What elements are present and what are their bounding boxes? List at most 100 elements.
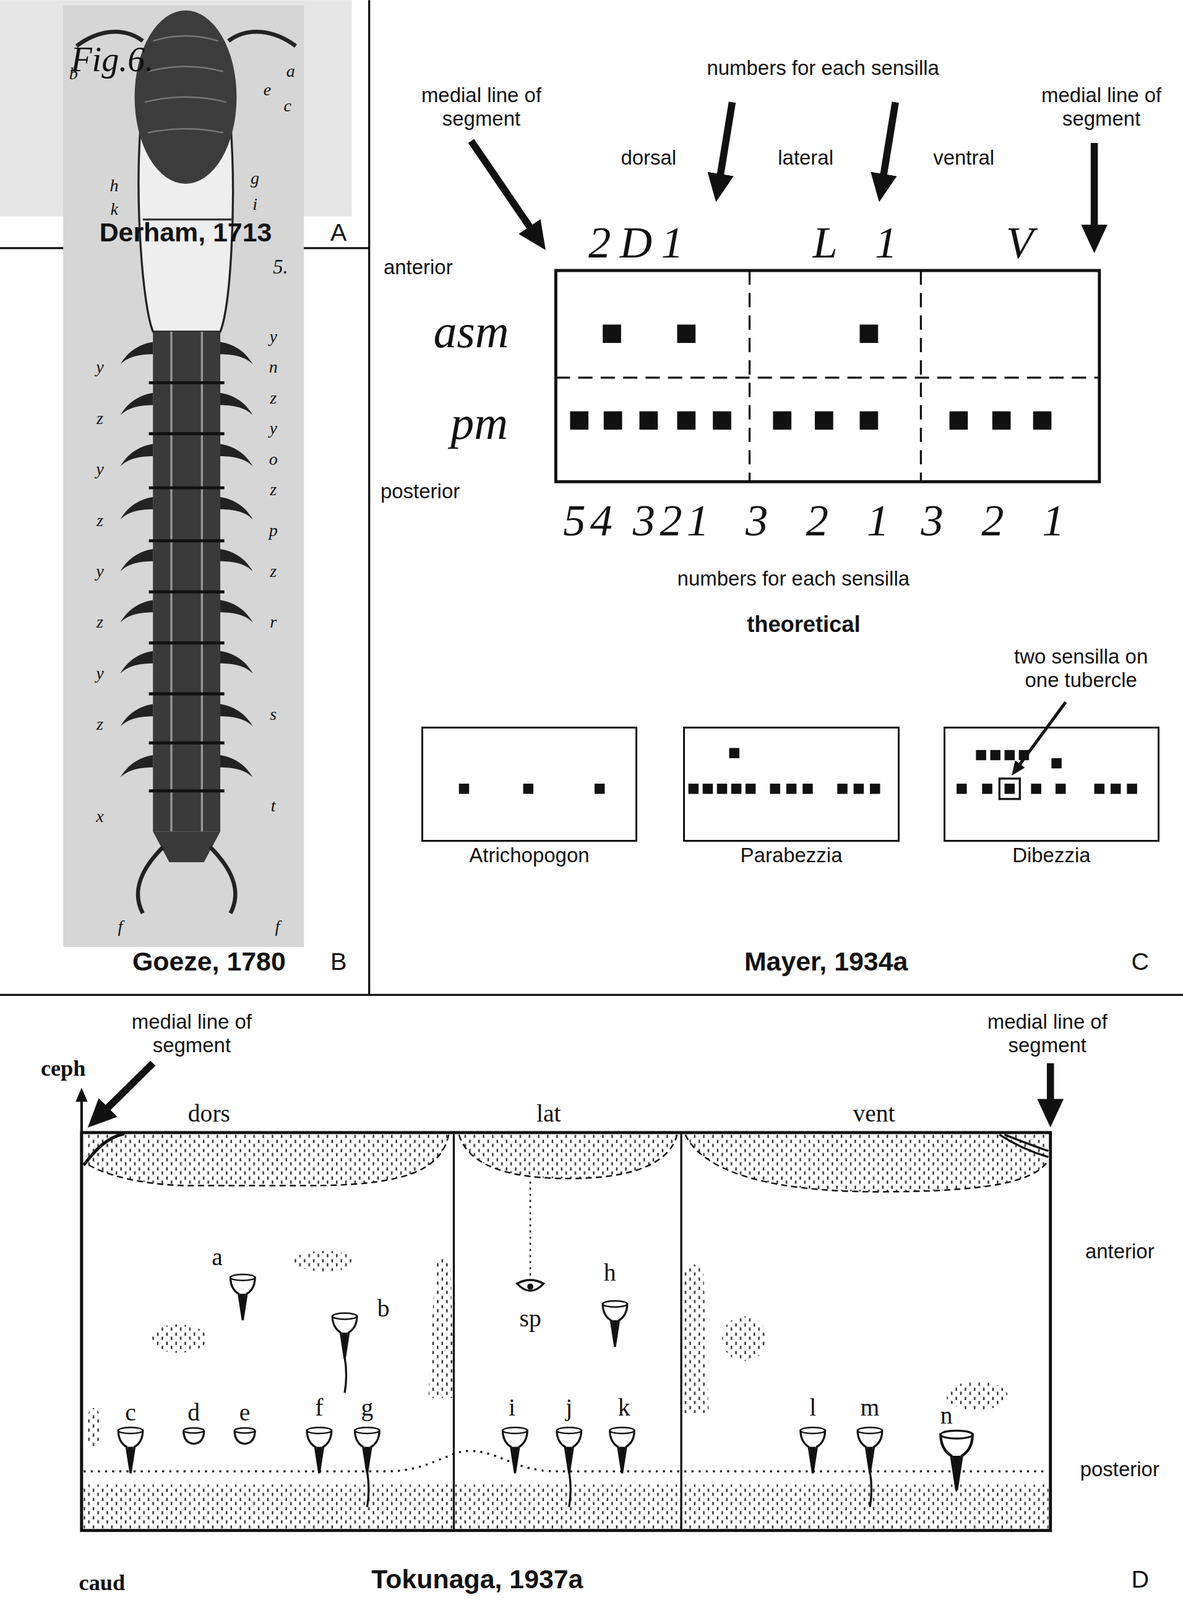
- label-box: Tokunaga, 1937a: [371, 1563, 583, 1594]
- mayer-scheme-part-part: [956, 783, 967, 794]
- mayer-scheme-part-part: [814, 411, 834, 431]
- goeze-larva-part: [144, 35, 227, 134]
- mayer-scheme-part: [748, 270, 751, 482]
- annotation-text: lateral: [777, 146, 834, 170]
- goeze-larva-part: [210, 846, 236, 913]
- annotation-text: medial line of segment: [1041, 83, 1162, 130]
- callout-letter: C: [1131, 947, 1149, 976]
- mayer-scheme-part-part: [676, 411, 696, 431]
- callout-letter: pm: [450, 396, 508, 449]
- tokunaga-scheme-part: [529, 1181, 531, 1278]
- annotation-text: 3 2 1: [745, 494, 903, 546]
- callout-letter: g: [360, 1393, 374, 1421]
- mayer-scheme-part-part: [459, 783, 469, 794]
- tokunaga-scheme-part: [610, 1426, 635, 1473]
- label-box: pm: [450, 395, 508, 450]
- annotation-text: 54 321: [563, 494, 714, 546]
- annotation-text: theoretical: [746, 611, 861, 637]
- label-box: 54 321: [563, 494, 714, 546]
- annotation-text: ventral: [933, 146, 995, 170]
- tokunaga-scheme-part: [230, 1273, 256, 1320]
- callout-letter: j: [565, 1393, 573, 1421]
- mayer-scheme-part-part: [1055, 783, 1066, 794]
- label-box: B: [330, 947, 347, 976]
- label-box: Fig.6.: [70, 38, 154, 79]
- goeze-larva-part: [220, 704, 254, 727]
- mayer-scheme-part-part: [602, 324, 622, 343]
- label-box: z: [96, 510, 104, 531]
- label-box: 5.: [272, 255, 289, 280]
- label-box: a: [211, 1243, 223, 1272]
- tokunaga-scheme-part: [556, 1426, 582, 1507]
- scheme-box: Atrichopogon: [421, 726, 638, 842]
- mayer-scheme-part-part: [729, 747, 740, 758]
- tokunaga-scheme-part: [999, 1134, 1049, 1157]
- goeze-larva-part: [120, 443, 153, 466]
- label-box: m: [860, 1393, 880, 1422]
- label-box: C: [1131, 947, 1149, 976]
- annotation-text: L 1: [812, 217, 911, 268]
- callout-letter: y: [95, 357, 104, 377]
- annotation-text: caud: [79, 1569, 126, 1595]
- label-box: f: [274, 916, 280, 937]
- label-box: medial line of segment: [125, 1009, 259, 1057]
- tokunaga-scheme-part: [459, 1134, 678, 1179]
- label-box: h: [110, 175, 119, 196]
- tokunaga-scheme-part: [722, 1316, 768, 1362]
- callout-letter: b: [377, 1294, 390, 1322]
- mayer-scheme-part-part: [859, 411, 878, 431]
- tokunaga-scheme-part: [679, 1132, 682, 1531]
- label-box: a: [286, 61, 296, 82]
- mayer-scheme-part-part: [523, 783, 534, 794]
- label-box: j: [565, 1393, 573, 1422]
- callout-letter: y: [269, 326, 278, 346]
- label-box: t: [271, 795, 276, 816]
- label-box: medial line of segment: [1035, 83, 1168, 131]
- tokunaga-scheme-part: [234, 1427, 255, 1444]
- label-box: c: [124, 1398, 137, 1427]
- annotation-text: Goeze, 1780: [132, 946, 286, 977]
- panel-frame-part: [0, 993, 1183, 996]
- mayer-scheme-part-part: [1033, 411, 1052, 431]
- mayer-scheme-part: [882, 102, 896, 178]
- mayer-scheme-part-part: [772, 411, 792, 431]
- tokunaga-scheme-part: [118, 1426, 143, 1473]
- mayer-scheme-part: [920, 270, 922, 482]
- label-box: r: [269, 611, 277, 632]
- label-box: i: [252, 194, 258, 215]
- callout-letter: d: [187, 1398, 200, 1426]
- tokunaga-scheme-part: [946, 1380, 1008, 1410]
- goeze-larva-part: [220, 650, 254, 674]
- tokunaga-scheme-part-part: [940, 1429, 973, 1490]
- annotation-text: Mayer, 1934a: [744, 946, 908, 977]
- label-box: asm: [433, 304, 509, 359]
- mayer-scheme-part-part: [569, 411, 589, 431]
- goeze-larva-part: [220, 392, 254, 416]
- mayer-scheme-part-part: [676, 324, 696, 343]
- label-box: z: [96, 714, 104, 734]
- annotation-text: medial line of segment: [987, 1009, 1108, 1057]
- label-box: z: [269, 387, 277, 408]
- callout-letter: r: [269, 611, 277, 632]
- mayer-scheme-part-part: [1004, 783, 1015, 794]
- label-box: sp: [519, 1304, 542, 1333]
- mayer-scheme-part-part: [859, 324, 878, 343]
- tokunaga-scheme-part: [940, 1429, 973, 1490]
- tokunaga-scheme-part: [293, 1250, 356, 1271]
- mayer-scheme-part-part: [786, 783, 797, 794]
- callout-letter: y: [95, 663, 104, 683]
- label-box: z: [96, 408, 104, 429]
- goeze-larva-part: [120, 599, 153, 622]
- tokunaga-scheme-part: [332, 1312, 358, 1393]
- label-box: A: [330, 218, 347, 247]
- label-box: b: [69, 63, 78, 84]
- annotation-text: anterior: [383, 255, 453, 279]
- callout-letter: z: [96, 408, 104, 428]
- label-box: y: [95, 663, 104, 684]
- label-box: z: [96, 611, 104, 632]
- mayer-scheme-part-part: [745, 783, 756, 794]
- label-box: lat: [536, 1099, 562, 1128]
- annotation-text: Derham, 1713: [99, 217, 273, 247]
- label-box: medial line of segment: [415, 83, 548, 131]
- callout-letter: s: [269, 704, 277, 724]
